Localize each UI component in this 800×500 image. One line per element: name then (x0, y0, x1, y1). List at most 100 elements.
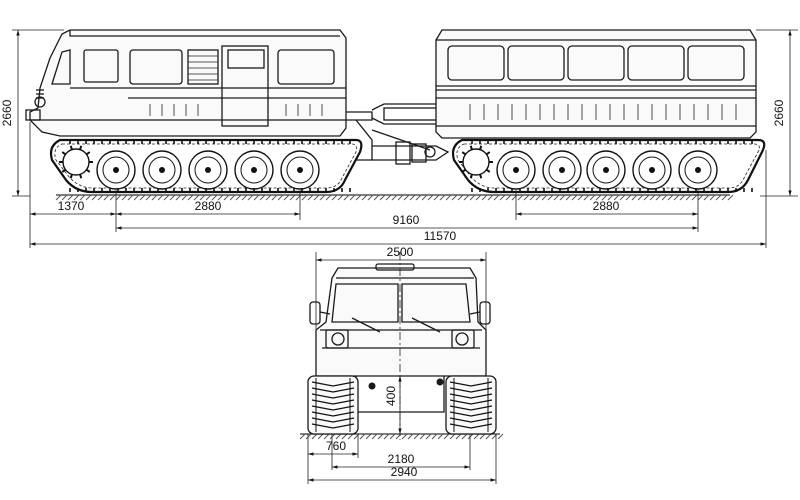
ground-hatch (323, 433, 330, 440)
ground-hatch (127, 194, 134, 201)
sprocket-tooth (485, 168, 491, 173)
ground-hatch (607, 194, 614, 201)
sprocket-tooth (469, 174, 473, 179)
road-wheel-hub (102, 156, 130, 184)
road-wheel-center (649, 167, 655, 173)
ground-hatch (403, 194, 410, 201)
ground-hatch (67, 194, 74, 201)
road-wheel-hub (148, 156, 176, 184)
ground-hatch (497, 433, 504, 440)
road-wheel-hub (548, 156, 576, 184)
ground-hatch (397, 194, 404, 201)
ground-hatch (473, 433, 480, 440)
track-link (311, 411, 355, 417)
ground-hatch (329, 433, 336, 440)
ground-hatch (97, 194, 104, 201)
trailer-windows (447, 45, 745, 81)
track-link (311, 417, 355, 423)
ground-hatch (517, 194, 524, 201)
ground-hatch (679, 194, 686, 201)
ground-hatch (355, 194, 362, 201)
front-windshield-right (401, 283, 471, 323)
ground-hatch (367, 194, 374, 201)
ground-hatch (277, 194, 284, 201)
ground-hatch (595, 194, 602, 201)
ground-hatch (73, 194, 80, 201)
ground-hatch (319, 194, 326, 201)
ground-hatch (337, 194, 344, 201)
ground-hatch (469, 194, 476, 201)
ground-hatch (313, 194, 320, 201)
ground-hatch (305, 433, 312, 440)
ground-hatch (187, 194, 194, 201)
ground-hatch (151, 194, 158, 201)
ground-hatch (625, 194, 632, 201)
ground-hatch (467, 433, 474, 440)
dim-overall-length: 11570 (424, 229, 457, 243)
ground-hatch (565, 194, 572, 201)
ground-hatch (211, 194, 218, 201)
ground-hatch (457, 194, 464, 201)
tractor-windshield (51, 49, 71, 85)
trailer-unit (435, 29, 766, 194)
track-link (311, 405, 355, 411)
ground-hatch (661, 194, 668, 201)
dim-track-base-rear: 2880 (593, 199, 620, 213)
ground-hatch (121, 194, 128, 201)
ground-hatch (461, 433, 468, 440)
ground-hatch (385, 194, 392, 201)
trailer-window (507, 45, 565, 81)
ground-hatch (175, 194, 182, 201)
track-link (311, 423, 355, 429)
ground-hatch (685, 194, 692, 201)
ground-hatch (487, 194, 494, 201)
road-wheel-hub (194, 156, 222, 184)
sprocket-tooth (461, 151, 467, 156)
ground-hatch (317, 433, 324, 440)
ground-hatch (383, 433, 390, 440)
ground-hatch (217, 194, 224, 201)
tractor-headlight (34, 96, 46, 108)
ground-hatch (349, 194, 356, 201)
dim-height-trailer: 2660 (772, 99, 786, 126)
ground-hatch (259, 194, 266, 201)
ground-hatch (691, 194, 698, 201)
ground-hatch (391, 194, 398, 201)
ground-hatch (577, 194, 584, 201)
ground-hatch (727, 194, 734, 201)
dim-track-gauge: 2180 (388, 452, 415, 466)
road-wheel-center (251, 167, 257, 173)
dim-front-overhang: 1370 (58, 199, 85, 213)
right-track-front (445, 375, 497, 435)
tractor-rear-window (277, 49, 335, 85)
ground-hatch (455, 433, 462, 440)
road-wheel-hub (638, 156, 666, 184)
side-dimensions: 2660 2660 1370 2880 2880 9160 (0, 29, 798, 248)
ground-hatch (229, 194, 236, 201)
tractor-front-window (83, 49, 119, 83)
ground-hatch (223, 194, 230, 201)
track-link (449, 381, 493, 387)
ground-hatch (341, 433, 348, 440)
ground-hatch (547, 194, 554, 201)
ground-hatch (443, 433, 450, 440)
ground-hatch (559, 194, 566, 201)
ground-hatch (61, 194, 68, 201)
ground-hatch (157, 194, 164, 201)
ground-hatch (193, 194, 200, 201)
ground-hatch (451, 194, 458, 201)
ground-hatch (419, 433, 426, 440)
trailer-window (447, 45, 505, 81)
ground-hatch (715, 194, 722, 201)
road-wheel-hub (240, 156, 268, 184)
ground-hatch (673, 194, 680, 201)
track-link (449, 411, 493, 417)
ground-hatch (643, 194, 650, 201)
ground-hatch (359, 433, 366, 440)
dim-track-base-front: 2880 (195, 199, 222, 213)
tractor-louvers (187, 49, 219, 85)
ground-hatch (163, 194, 170, 201)
road-wheel-hub (592, 156, 620, 184)
road-wheel-center (113, 167, 119, 173)
road-wheel-hub (684, 156, 712, 184)
